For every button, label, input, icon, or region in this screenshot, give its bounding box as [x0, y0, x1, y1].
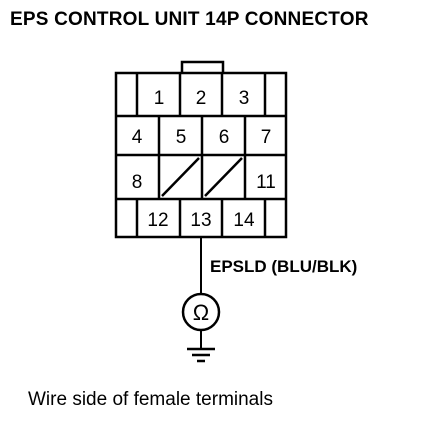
terminal-5: 5	[176, 127, 187, 148]
empty-terminal-9	[161, 157, 200, 197]
ohm-symbol: Ω	[193, 300, 209, 325]
terminal-11: 11	[256, 172, 276, 193]
wire-label: EPSLD (BLU/BLK)	[210, 257, 357, 276]
terminal-8: 8	[132, 172, 143, 193]
terminal-7: 7	[261, 127, 272, 148]
terminal-6: 6	[219, 127, 230, 148]
terminal-12: 12	[147, 210, 168, 231]
connector-lock-tab	[180, 60, 225, 73]
terminal-1: 1	[154, 88, 165, 109]
footer-note: Wire side of female terminals	[28, 389, 273, 410]
diagram-title: EPS CONTROL UNIT 14P CONNECTOR	[10, 9, 369, 30]
terminal-14: 14	[233, 210, 255, 231]
ground-icon	[187, 330, 215, 363]
terminal-4: 4	[132, 127, 143, 148]
terminal-3: 3	[239, 88, 250, 109]
terminal-13: 13	[190, 210, 211, 231]
empty-terminal-10	[204, 157, 243, 197]
terminal-2: 2	[196, 88, 207, 109]
